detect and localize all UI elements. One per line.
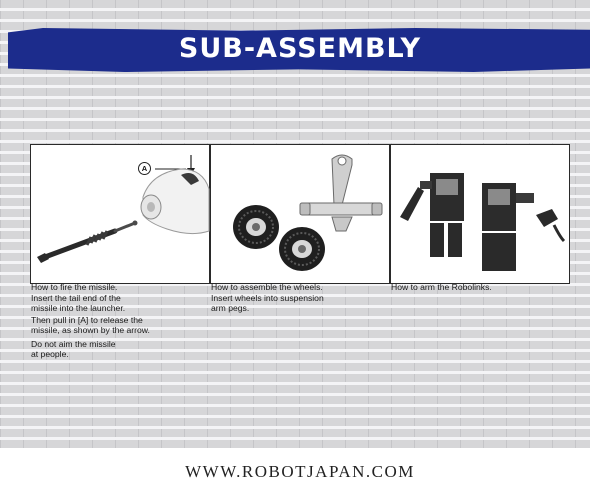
missile-launcher-illustration	[37, 155, 210, 263]
callout-label-a: A	[138, 162, 151, 175]
missile-tail-tip	[132, 220, 138, 226]
axle-peg	[371, 202, 383, 216]
panel-divider	[209, 145, 211, 283]
caption-line: Then pull in [A] to release the missile,…	[31, 315, 150, 335]
panel-divider	[389, 145, 391, 283]
suspension-arm	[299, 154, 383, 232]
watermark: WWW.ROBOTJAPAN.COM	[185, 462, 415, 481]
missile-thread	[85, 230, 109, 246]
caption-line: Insert the tail end of the missile into …	[31, 293, 126, 313]
title-banner	[8, 28, 590, 72]
launcher-trigger	[181, 173, 199, 185]
caption-line: How to arm the Robolinks.	[391, 282, 492, 292]
wheel	[279, 227, 325, 271]
missile-tail	[113, 221, 137, 233]
caption-line: How to fire the missile.	[31, 282, 118, 292]
axle-peg	[299, 202, 311, 216]
hand-weapon	[536, 209, 566, 243]
caption-line: How to assemble the wheels.	[211, 282, 323, 292]
missile	[37, 220, 138, 263]
caption-line: Do not aim the missile at people.	[31, 339, 116, 359]
launcher-body	[142, 168, 210, 235]
robolinks-illustration	[400, 173, 566, 271]
wheels-illustration	[233, 154, 383, 271]
launcher-muzzle-hole	[147, 202, 155, 212]
robolink-left	[400, 173, 464, 257]
caption-line: Insert wheels into suspension arm pegs.	[211, 293, 324, 313]
wheel	[233, 205, 279, 249]
robolink-right	[482, 183, 534, 271]
page-title: SUB-ASSEMBLY	[178, 33, 422, 64]
